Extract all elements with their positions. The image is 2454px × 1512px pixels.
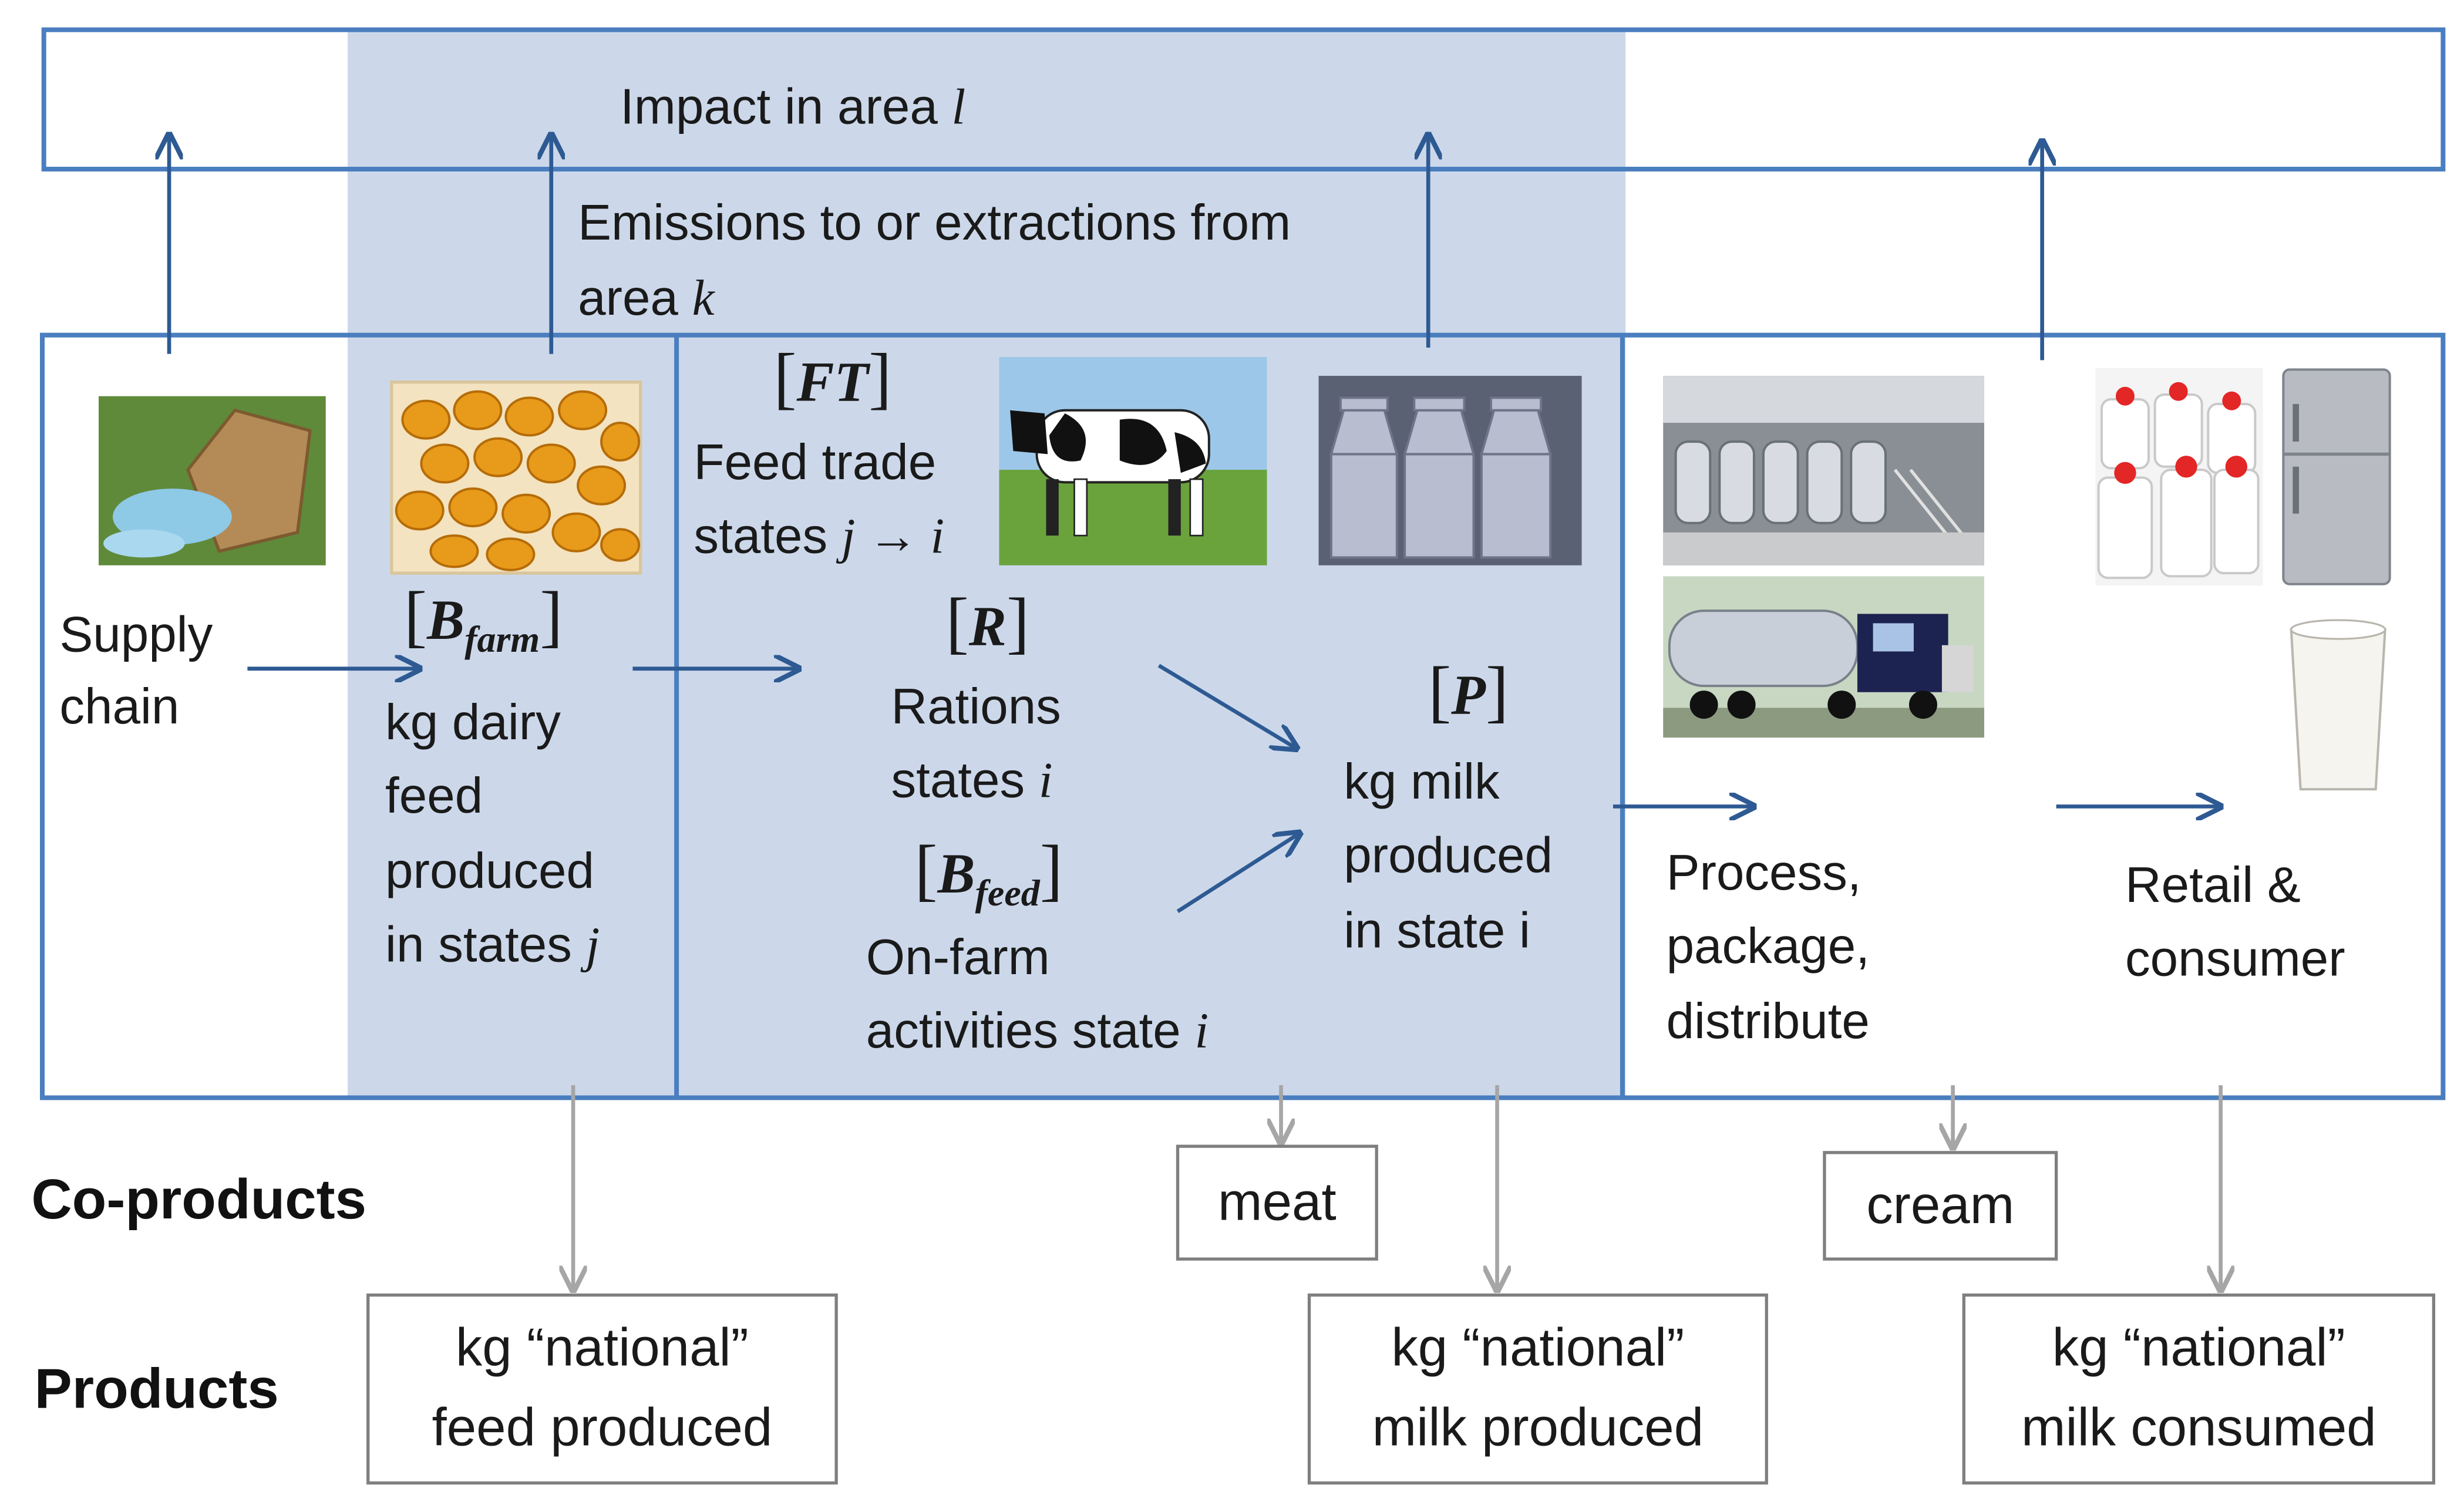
matrix-ft: [FT]: [773, 339, 892, 417]
matrix-b-feed: [Bfeed]: [914, 831, 1063, 915]
process-label: Process, package, distribute: [1666, 844, 1870, 1049]
corn-kernels-icon: [390, 380, 642, 575]
supply-chain-label: Supply chain: [59, 606, 213, 735]
tanker-truck-icon: [1663, 576, 1984, 738]
feed-trade-label: Feed trade states j → i: [694, 433, 945, 565]
product-milk-consumed: kg “national”milk consumed: [1962, 1293, 2436, 1485]
emissions-label: Emissions to or extractions from area k: [578, 194, 1291, 326]
on-farm-label: On-farm activities state i: [866, 928, 1209, 1059]
matrix-b-farm: [Bfarm]: [404, 578, 563, 661]
feed-produced-label: kg dairy feed produced in states j: [385, 693, 600, 973]
matrix-p: [P]: [1428, 653, 1509, 730]
cow-icon: [999, 357, 1267, 565]
matrix-r: [R]: [945, 584, 1030, 661]
refrigerator-icon: [2282, 368, 2391, 585]
rations-label: Rations states i: [891, 678, 1061, 809]
coproduct-cream: cream: [1823, 1151, 2058, 1261]
impact-label: Impact in area l: [620, 78, 966, 135]
product-milk-produced: kg “national”milk produced: [1307, 1293, 1768, 1485]
retail-label: Retail & consumer: [2125, 856, 2345, 988]
milk-cans-icon: [1318, 376, 1582, 565]
products-label: Products: [34, 1356, 279, 1420]
dairy-plant-icon: [1663, 376, 1984, 565]
milk-produced-label: kg milk produced in state i: [1344, 753, 1553, 958]
arrow-onfarm-to-milk: [1176, 833, 1300, 913]
coproducts-label: Co-products: [31, 1166, 367, 1231]
fertilizer-sack-icon: [99, 396, 326, 565]
milk-jugs-icon: [2095, 368, 2263, 586]
process-box: [40, 332, 2446, 1100]
product-feed: kg “national”feed produced: [366, 1293, 838, 1485]
impact-box: [41, 27, 2446, 172]
arrow-rations-to-milk: [1157, 664, 1297, 748]
coproduct-meat: meat: [1176, 1144, 1378, 1261]
shaded-farm-region-top: [348, 28, 1626, 335]
milk-glass-icon: [2290, 619, 2386, 791]
